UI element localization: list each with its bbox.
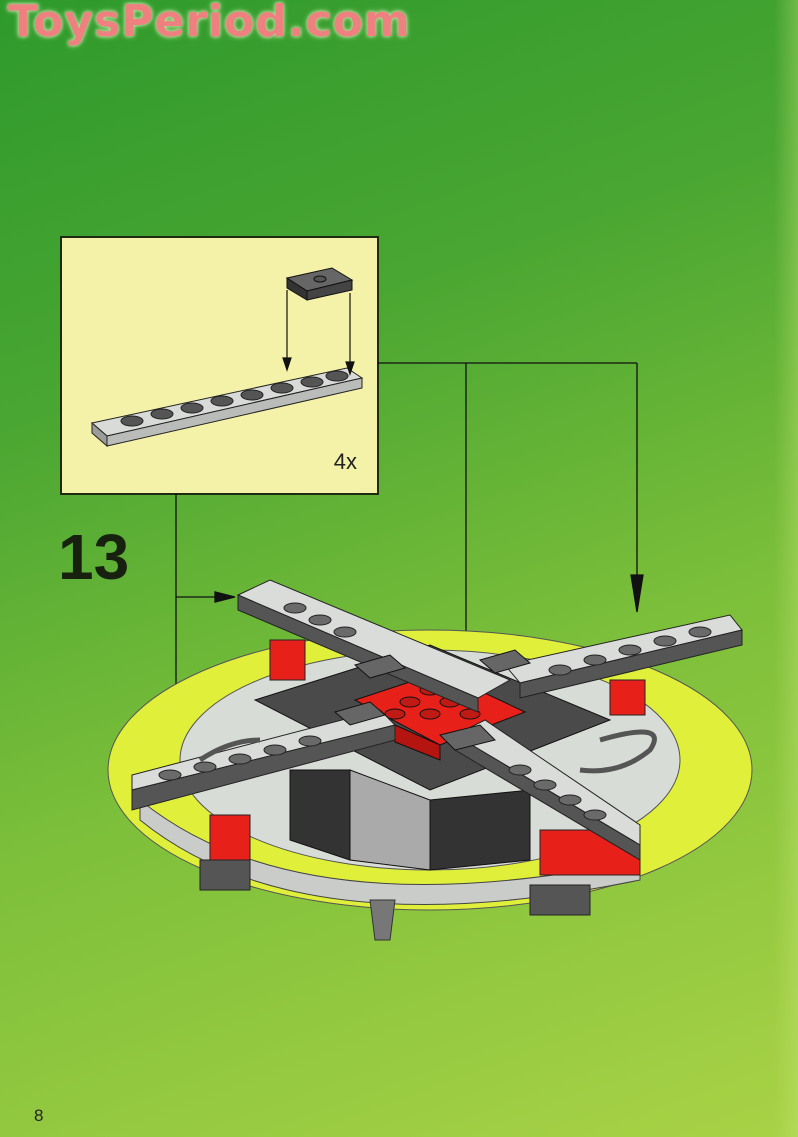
page-edge (774, 0, 798, 1137)
sub-assembly-callout: 4x (60, 236, 379, 495)
quantity-label: 4x (333, 449, 357, 474)
sub-assembly-illustration (90, 267, 364, 448)
watermark: ToysPeriod.com (8, 0, 411, 47)
step-number: 13 (58, 521, 130, 593)
page-number: 8 (34, 1106, 44, 1125)
